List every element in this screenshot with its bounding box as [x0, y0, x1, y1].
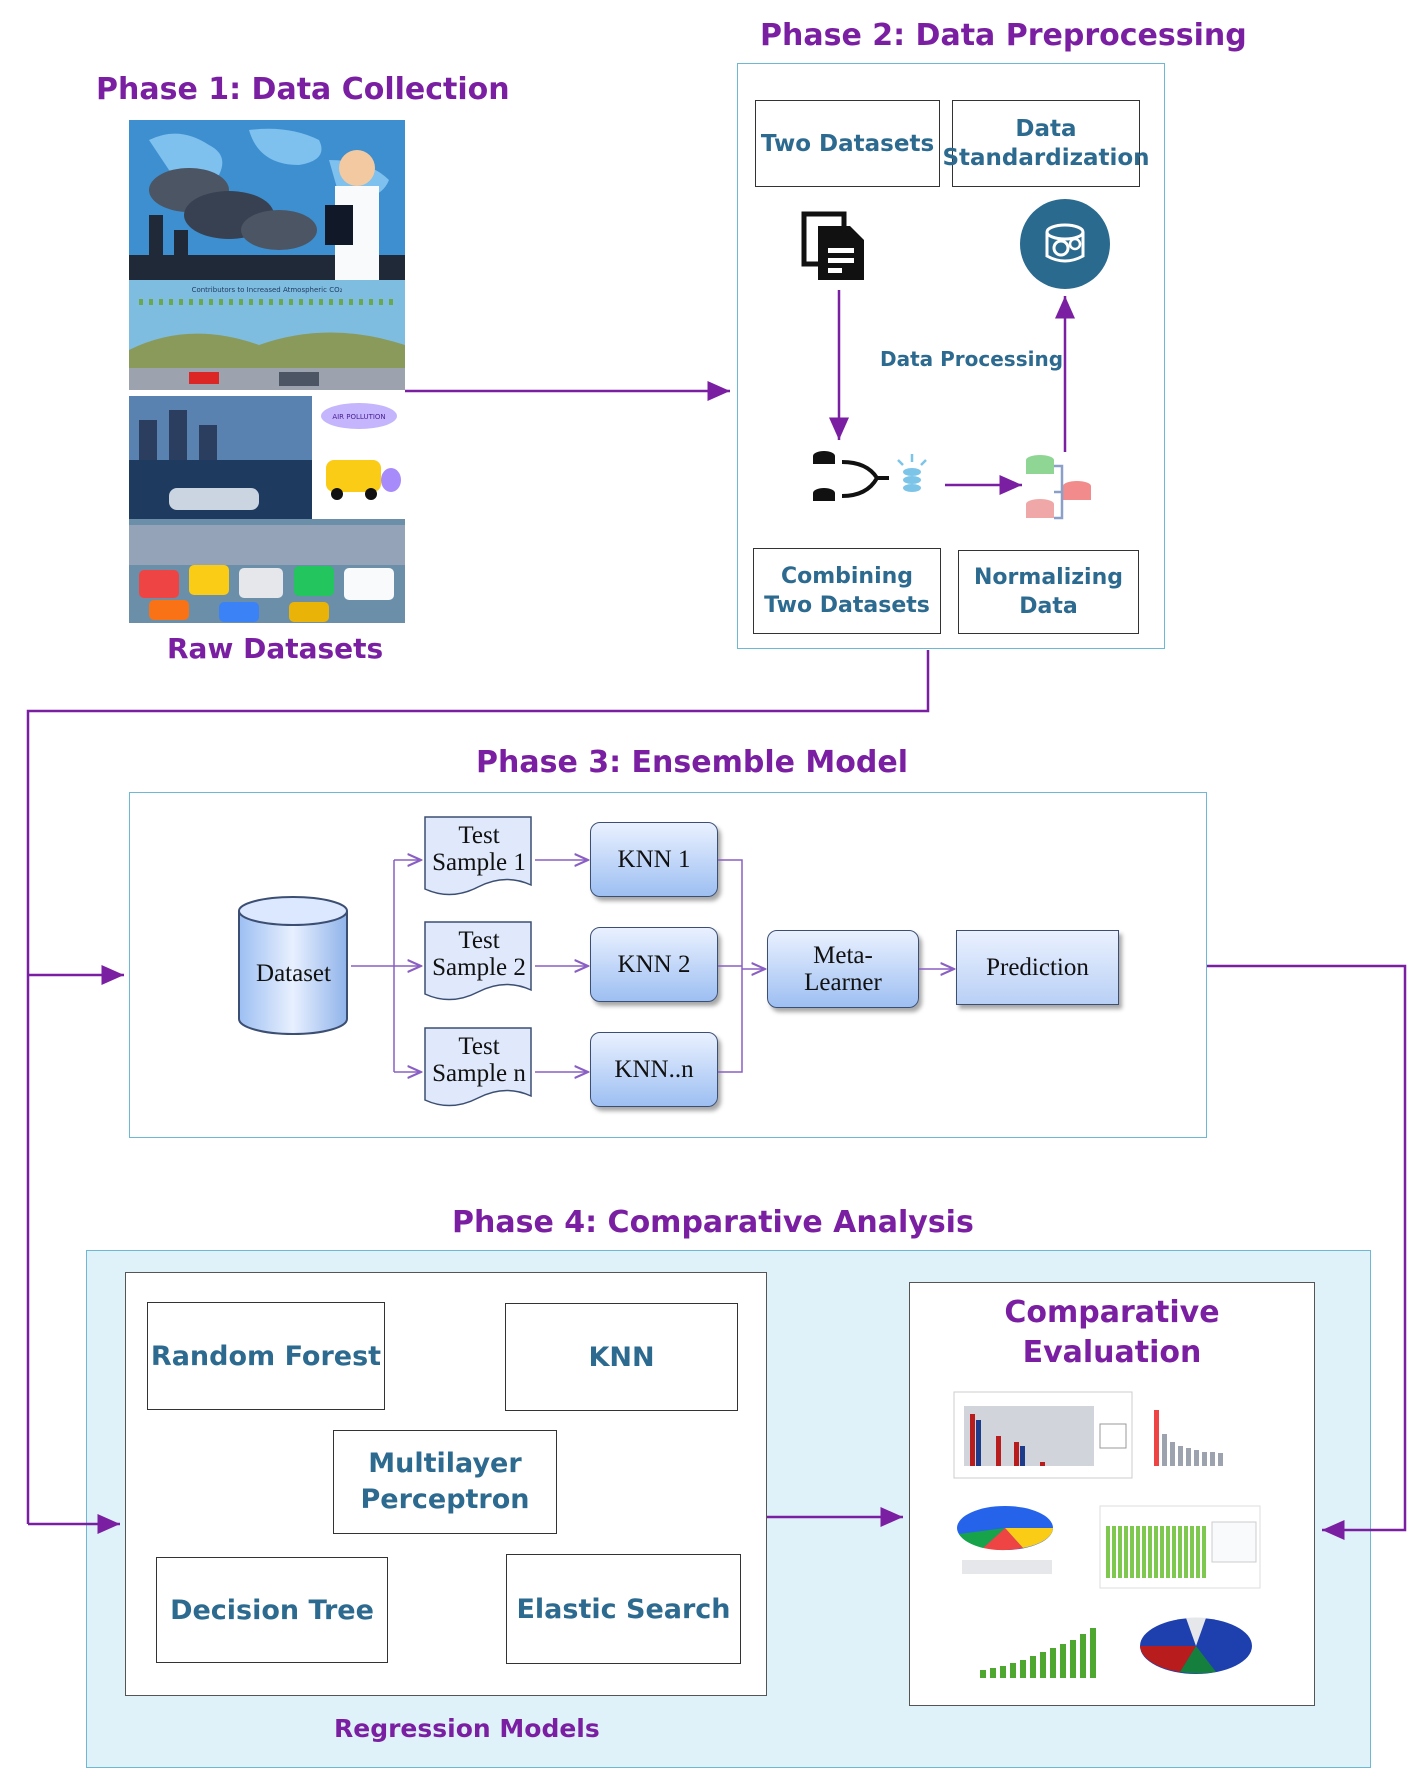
multilayer-perceptron-box: Multilayer Perceptron	[333, 1430, 557, 1534]
meta-learner-line1: Meta-	[813, 942, 873, 969]
phase2-panel	[737, 63, 1165, 649]
normalizing-data-box: Normalizing Data	[958, 550, 1139, 634]
sample-n-line2: Sample n	[432, 1060, 526, 1087]
phase3-title: Phase 3: Ensemble Model	[476, 745, 908, 780]
test-sample-1: Test Sample 1	[423, 815, 535, 899]
merge-databases-icon	[812, 448, 937, 510]
data-processing-label: Data Processing	[880, 347, 1064, 371]
knn-2-box: KNN 2	[590, 927, 718, 1002]
chart-thumbnails-art	[953, 1391, 1261, 1686]
two-datasets-box: Two Datasets	[755, 100, 940, 187]
test-sample-n: Test Sample n	[423, 1026, 535, 1110]
knn-n-box: KNN..n	[590, 1032, 718, 1107]
comparative-evaluation-title: Comparative Evaluation	[1004, 1295, 1220, 1370]
regression-models-caption: Regression Models	[334, 1714, 600, 1743]
phase1-title: Phase 1: Data Collection	[96, 72, 510, 107]
raw-datasets-collage: Contributors to Increased Atmospheric CO…	[129, 120, 405, 623]
document-icon	[800, 210, 870, 282]
decision-tree-box: Decision Tree	[156, 1557, 388, 1663]
data-standardization-box: Data Standardization	[942, 100, 1150, 187]
collage-caption: Contributors to Increased Atmospheric CO…	[192, 286, 343, 294]
raw-datasets-caption: Raw Datasets	[167, 632, 384, 665]
meta-learner-line2: Learner	[804, 969, 882, 996]
elastic-search-box: Elastic Search	[506, 1554, 741, 1664]
phase2-title: Phase 2: Data Preprocessing	[760, 18, 1247, 53]
air-pollution-label: AIR POLLUTION	[332, 413, 385, 421]
pollution-illustration: Contributors to Increased Atmospheric CO…	[129, 120, 405, 623]
random-forest-box: Random Forest	[147, 1302, 385, 1410]
normalize-databases-icon	[1020, 452, 1095, 524]
meta-learner-box: Meta- Learner	[767, 930, 919, 1008]
sample-1-line1: Test	[458, 822, 500, 849]
prediction-box: Prediction	[956, 930, 1119, 1005]
knn-1-box: KNN 1	[590, 822, 718, 897]
dataset-label: Dataset	[256, 960, 331, 987]
sample-2-line2: Sample 2	[432, 954, 526, 981]
knn-model-box: KNN	[505, 1303, 738, 1411]
combining-datasets-box: Combining Two Datasets	[753, 548, 941, 634]
database-settings-icon	[1019, 198, 1111, 290]
evaluation-chart-thumbnails	[950, 1388, 1280, 1688]
phase4-title: Phase 4: Comparative Analysis	[452, 1205, 974, 1240]
sample-2-line1: Test	[458, 927, 500, 954]
sample-1-line2: Sample 1	[432, 849, 526, 876]
test-sample-2: Test Sample 2	[423, 920, 535, 1004]
sample-n-line1: Test	[458, 1033, 500, 1060]
